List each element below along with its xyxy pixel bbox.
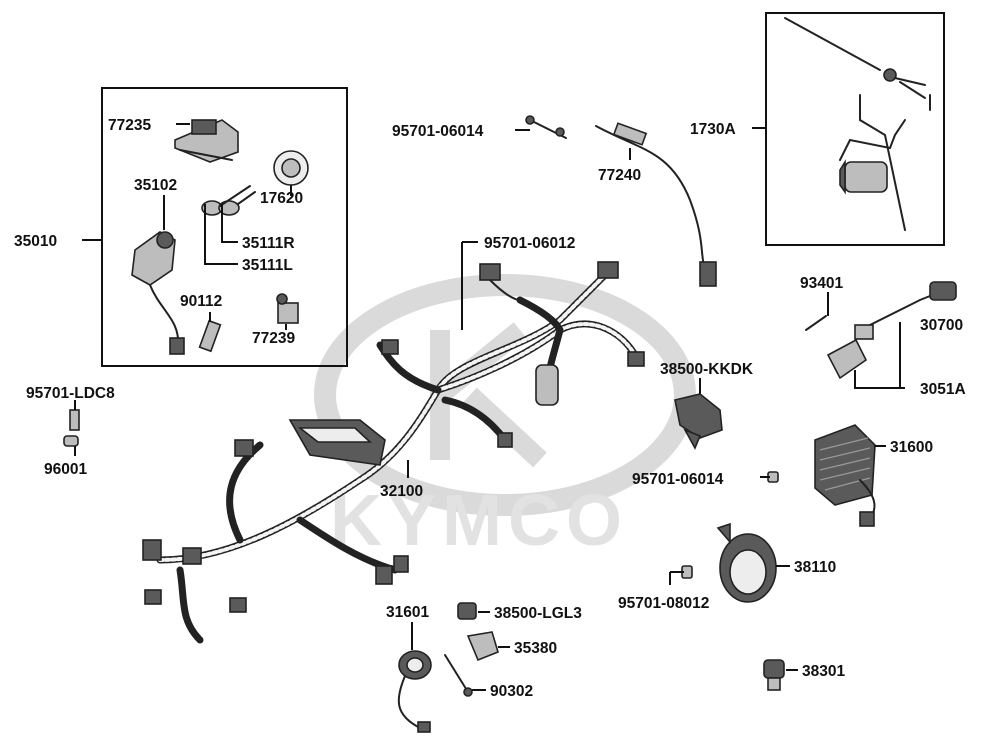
- horn-part: [716, 522, 777, 603]
- label-17620: 17620: [260, 190, 303, 207]
- watermark-text: KYMCO: [330, 481, 628, 561]
- ignition-switch-part: [131, 231, 185, 355]
- main-wire-harness: [142, 261, 645, 644]
- key-set-part: [201, 185, 256, 216]
- bolt-90302-part: [444, 654, 473, 697]
- label-3051A: 3051A: [920, 381, 966, 398]
- part-38301: [763, 659, 785, 691]
- label-30700: 30700: [920, 317, 963, 334]
- label-90302: 90302: [490, 683, 533, 700]
- throttle-cable-part: [784, 17, 931, 231]
- label-93401: 93401: [800, 275, 843, 292]
- label-38500-KKDK: 38500-KKDK: [660, 361, 754, 378]
- seat-lock-part: [174, 119, 239, 163]
- label-90112: 90112: [180, 293, 222, 310]
- ignition-set-box: [101, 87, 348, 367]
- label-35102: 35102: [134, 177, 177, 194]
- power-socket-part: [397, 650, 432, 733]
- bolt-ldc8-part: [69, 409, 80, 431]
- label-96001: 96001: [44, 461, 87, 478]
- label-32100: 32100: [380, 483, 423, 500]
- part-labels: 77235 35102 17620 35111R 35111L 35010 90…: [14, 117, 966, 700]
- screw-93401-part: [805, 315, 827, 331]
- seat-cable-part: [595, 122, 717, 287]
- bolt-top-part: [525, 115, 567, 139]
- label-38301: 38301: [802, 663, 845, 680]
- leader-lines: [74, 123, 905, 691]
- lock-cylinder-part: [276, 293, 299, 324]
- label-35111L: 35111L: [242, 257, 293, 274]
- ignition-coil-part: [826, 281, 957, 380]
- part-35380: [466, 631, 499, 662]
- relay-lgl3-part: [457, 602, 477, 620]
- label-77239: 77239: [252, 330, 295, 347]
- label-31601: 31601: [386, 604, 429, 621]
- label-1730A: 1730A: [690, 121, 736, 138]
- label-95701-06014-top: 95701-06014: [392, 123, 484, 140]
- kymco-watermark: KYMCO: [314, 274, 696, 561]
- relay-kkdk-part: [674, 393, 723, 450]
- label-95701-06012: 95701-06012: [484, 235, 575, 252]
- regulator-part: [814, 424, 876, 527]
- throttle-cable-box: [765, 12, 945, 246]
- label-77240: 77240: [598, 167, 641, 184]
- label-35380: 35380: [514, 640, 557, 657]
- label-35111R: 35111R: [242, 235, 295, 252]
- label-38500-LGL3: 38500-LGL3: [494, 605, 582, 622]
- label-95701-LDC8: 95701-LDC8: [26, 385, 115, 402]
- label-95701-08012: 95701-08012: [618, 595, 709, 612]
- label-31600: 31600: [890, 439, 933, 456]
- label-35010: 35010: [14, 233, 57, 250]
- cover-cap-part: [273, 150, 309, 186]
- label-77235: 77235: [108, 117, 151, 134]
- label-95701-06014-mid: 95701-06014: [632, 471, 724, 488]
- bolt-90112-part: [198, 319, 222, 353]
- label-38110: 38110: [794, 559, 836, 576]
- washer-96001-part: [63, 435, 79, 447]
